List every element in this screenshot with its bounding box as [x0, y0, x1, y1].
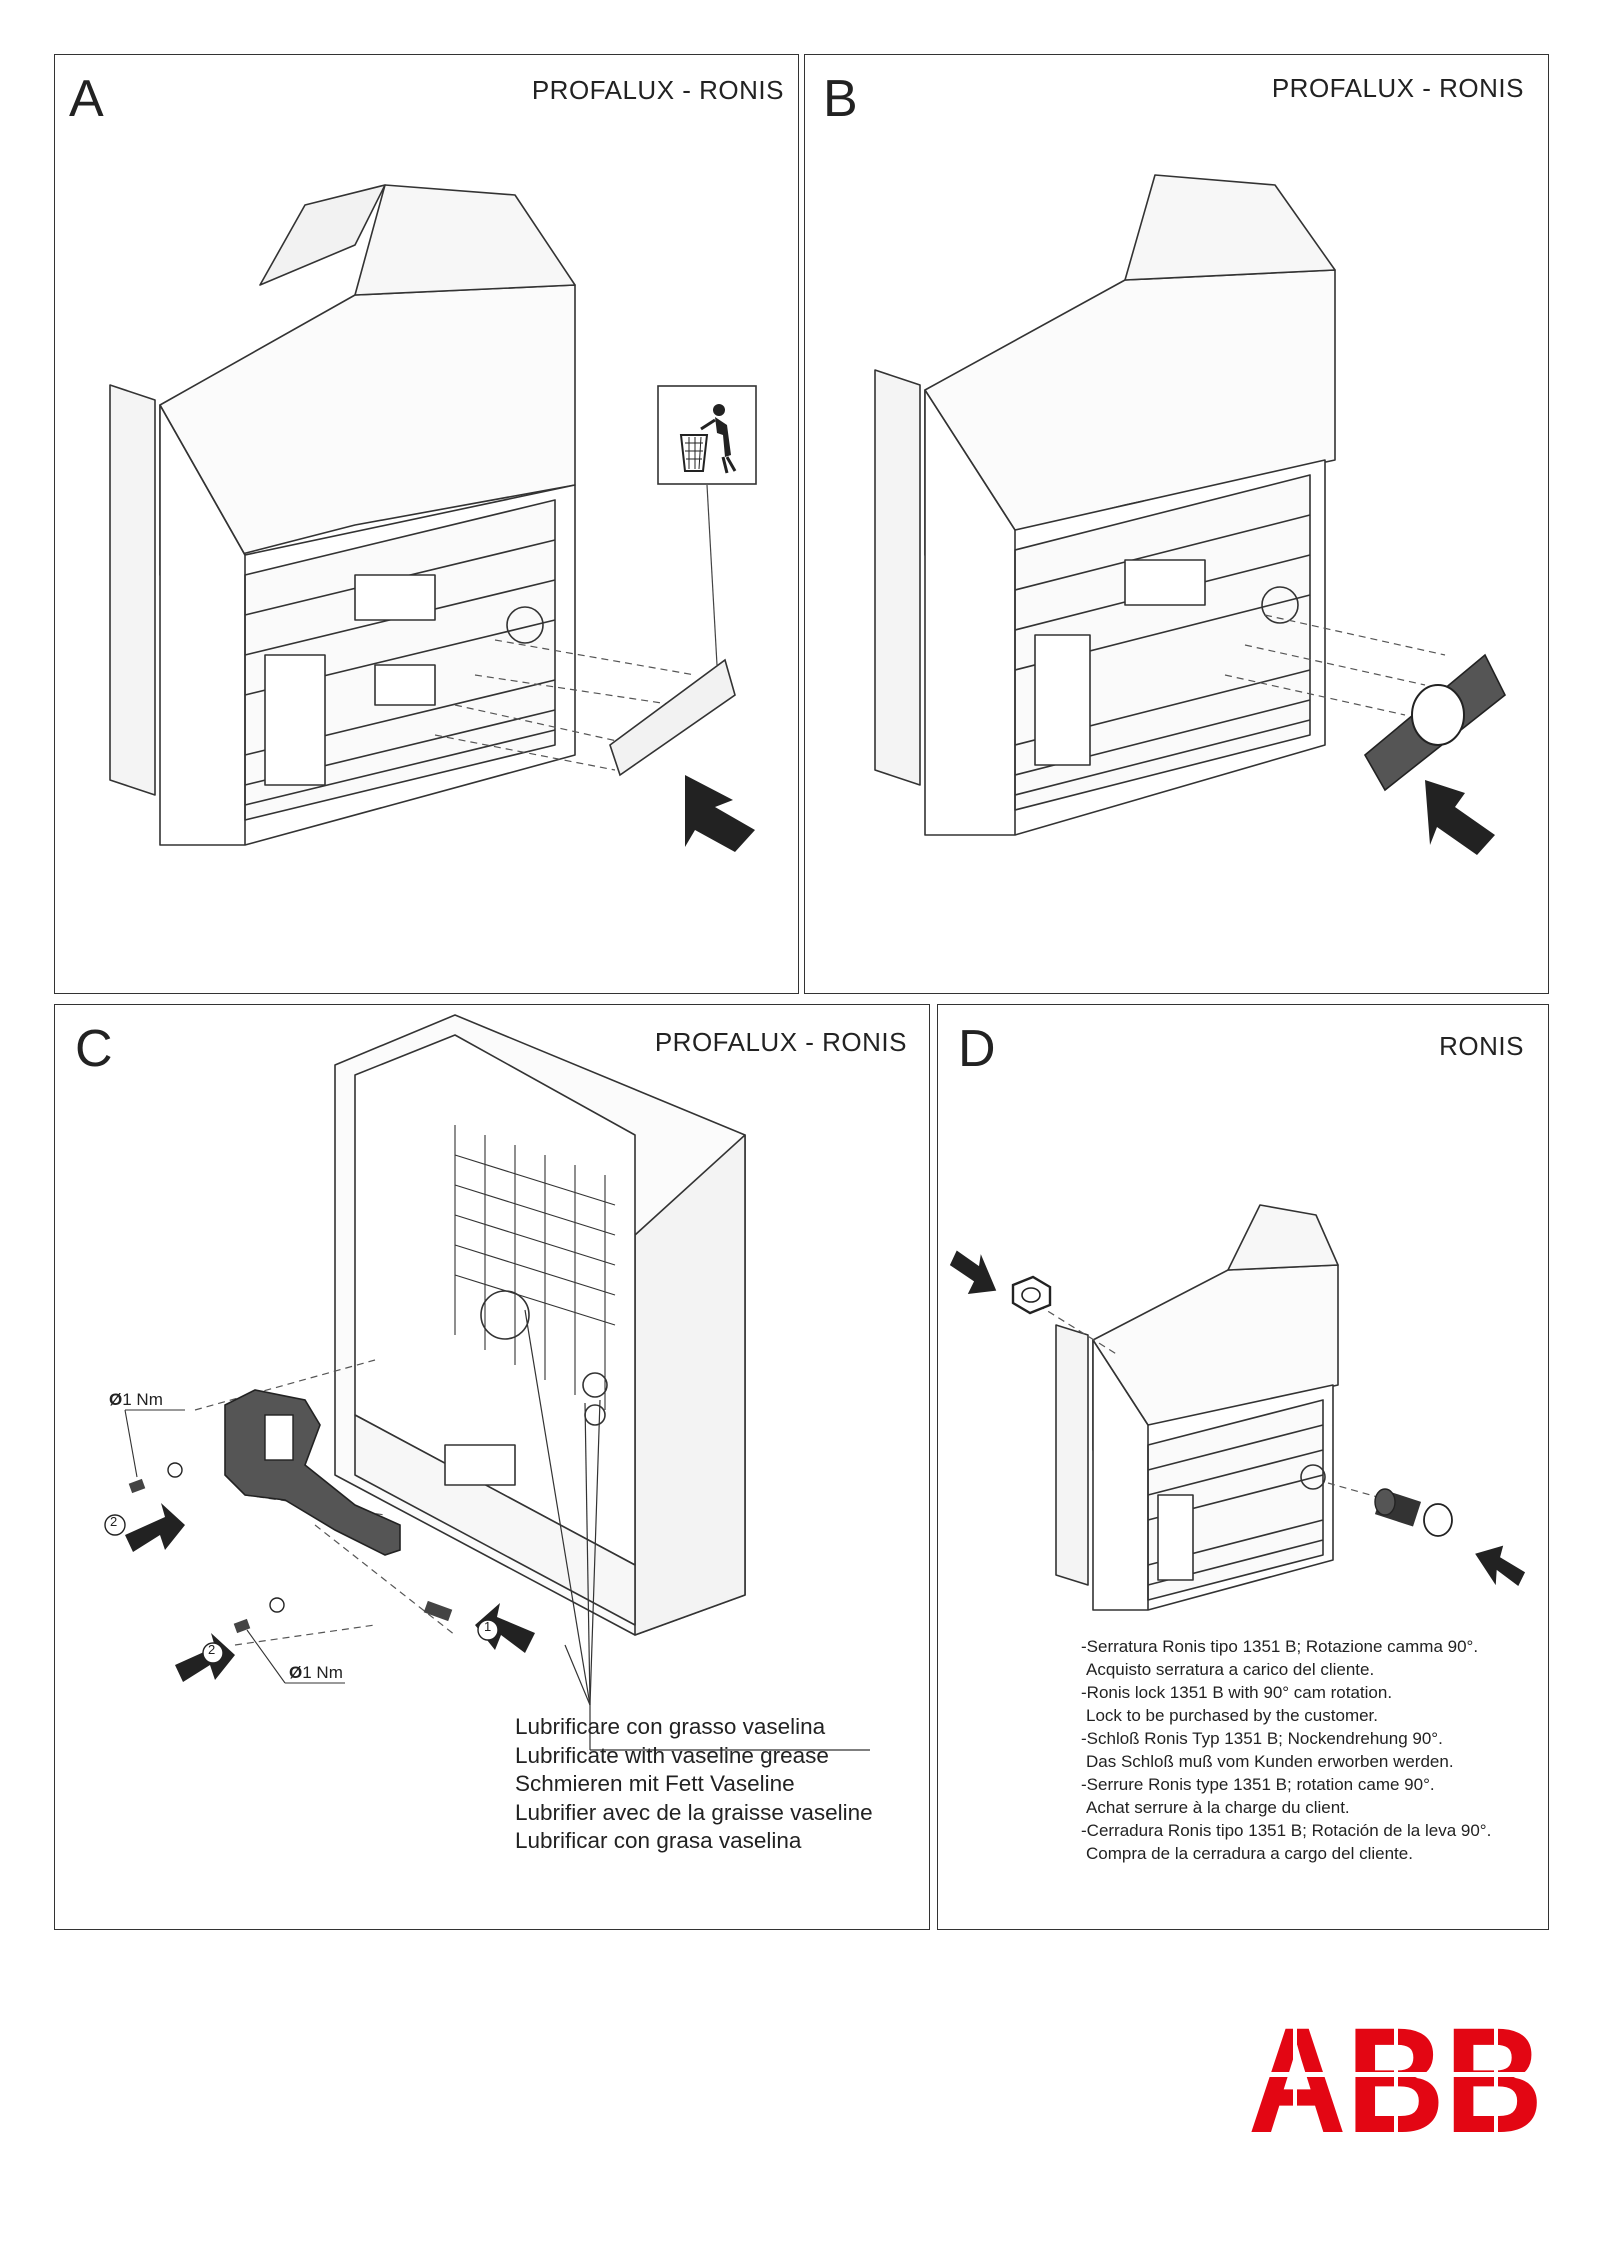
panel-letter: D	[958, 1020, 996, 1078]
lube-line: Lubrificare con grasso vaselina	[515, 1714, 826, 1739]
arrow-icon	[1475, 1545, 1526, 1586]
panel-letter: A	[69, 70, 104, 128]
abb-logo: ABB	[1248, 2020, 1543, 2135]
lube-line: Lubrifier avec de la graisse vaseline	[515, 1799, 873, 1825]
screw-icon	[233, 1618, 251, 1634]
arrow-icon	[949, 1250, 997, 1295]
lubrication-instructions: Lubrificare con grasso vaselina Lubrific…	[515, 1713, 873, 1856]
panel-d: D RONIS	[937, 1004, 1549, 1930]
note-item: -Cerradura Ronis tipo 1351 B; Rotación d…	[1081, 1821, 1492, 1863]
breaker-illustration	[874, 174, 1507, 855]
panel-letter: B	[823, 70, 858, 128]
note-item: -Serratura Ronis tipo 1351 B; Rotazione …	[1081, 1637, 1479, 1679]
panel-a: A PROFALUX - RONIS	[54, 54, 799, 994]
screw-icon	[128, 1478, 146, 1494]
lock-notes: -Serratura Ronis tipo 1351 B; Rotazione …	[1081, 1635, 1491, 1865]
lock-key-icon	[1374, 1488, 1453, 1537]
panel-title: PROFALUX - RONIS	[531, 75, 784, 105]
note-item: -Schloß Ronis Typ 1351 B; Nockendrehung …	[1081, 1729, 1454, 1771]
arrow-icon	[1425, 780, 1495, 855]
panel-title: RONIS	[1439, 1031, 1524, 1061]
step-number: 2	[110, 1514, 118, 1529]
step-number: 1	[484, 1619, 492, 1634]
lube-line: Lubrificate with vaseline grease	[515, 1742, 829, 1768]
enclosure-illustration	[104, 1014, 870, 1751]
step-number: 2	[208, 1642, 216, 1657]
lube-line: Lubrificar con grasa vaselina	[515, 1828, 802, 1853]
trash-bin-icon	[657, 385, 757, 485]
torque-label-bottom: Ø1 Nm	[289, 1663, 343, 1682]
arrow-icon	[125, 1503, 185, 1552]
breaker-lock-illustration	[949, 1204, 1526, 1611]
panel-title: PROFALUX - RONIS	[1271, 73, 1524, 103]
panel-b: B PROFALUX - RONIS	[804, 54, 1549, 994]
note-item: -Serrure Ronis type 1351 B; rotation cam…	[1081, 1775, 1435, 1817]
panel-c: C PROFALUX - RONIS	[54, 1004, 930, 1930]
panel-title: PROFALUX - RONIS	[654, 1027, 907, 1057]
torque-label-top: Ø1 Nm	[109, 1390, 163, 1409]
panel-letter: C	[75, 1020, 113, 1078]
arrow-icon	[685, 775, 755, 852]
note-item: -Ronis lock 1351 B with 90° cam rotation…	[1081, 1683, 1393, 1725]
nut-icon	[1011, 1275, 1052, 1315]
breaker-illustration	[109, 184, 755, 852]
lube-line: Schmieren mit Fett Vaseline	[515, 1771, 795, 1796]
